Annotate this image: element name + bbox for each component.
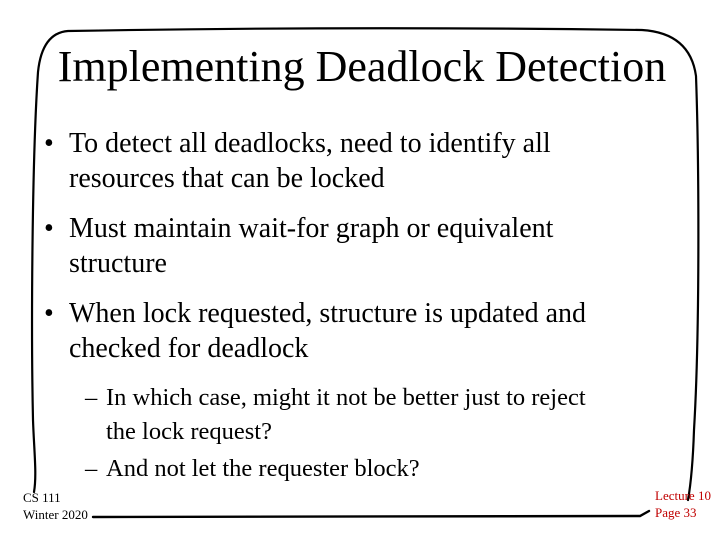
bullet-text: To detect all deadlocks, need to identif… [69, 128, 551, 194]
course-id: CS 111 [23, 490, 61, 505]
footer-left: CS 111 Winter 2020 [23, 489, 88, 523]
bullet-item: • When lock requested, structure is upda… [44, 296, 692, 366]
bullet-item: • Must maintain wait-for graph or equiva… [44, 211, 692, 281]
page-title: Implementing Deadlock Detection [57, 42, 667, 91]
sub-bullet-text: And not let the requester block? [106, 455, 420, 482]
sub-bullet-text: In which case, might it not be better ju… [106, 384, 586, 445]
lecture-number: Lecture 10 [655, 488, 711, 503]
bullet-list: • To detect all deadlocks, need to ident… [44, 126, 692, 489]
bullet-marker: • [44, 213, 54, 244]
dash-marker: – [85, 455, 98, 482]
bullet-marker: • [44, 298, 54, 329]
footer-right: Lecture 10 Page 33 [655, 487, 711, 521]
footer-divider-line [91, 509, 651, 519]
bullet-text: Must maintain wait-for graph or equivale… [69, 213, 554, 279]
sub-bullet-item: – In which case, might it not be better … [85, 381, 692, 449]
sub-bullet-item: – And not let the requester block? [85, 452, 692, 486]
course-term: Winter 2020 [23, 507, 88, 522]
page-number: Page 33 [655, 505, 697, 520]
bullet-marker: • [44, 128, 54, 159]
bullet-item: • To detect all deadlocks, need to ident… [44, 126, 692, 196]
bullet-text: When lock requested, structure is update… [69, 298, 587, 364]
dash-marker: – [85, 384, 98, 411]
